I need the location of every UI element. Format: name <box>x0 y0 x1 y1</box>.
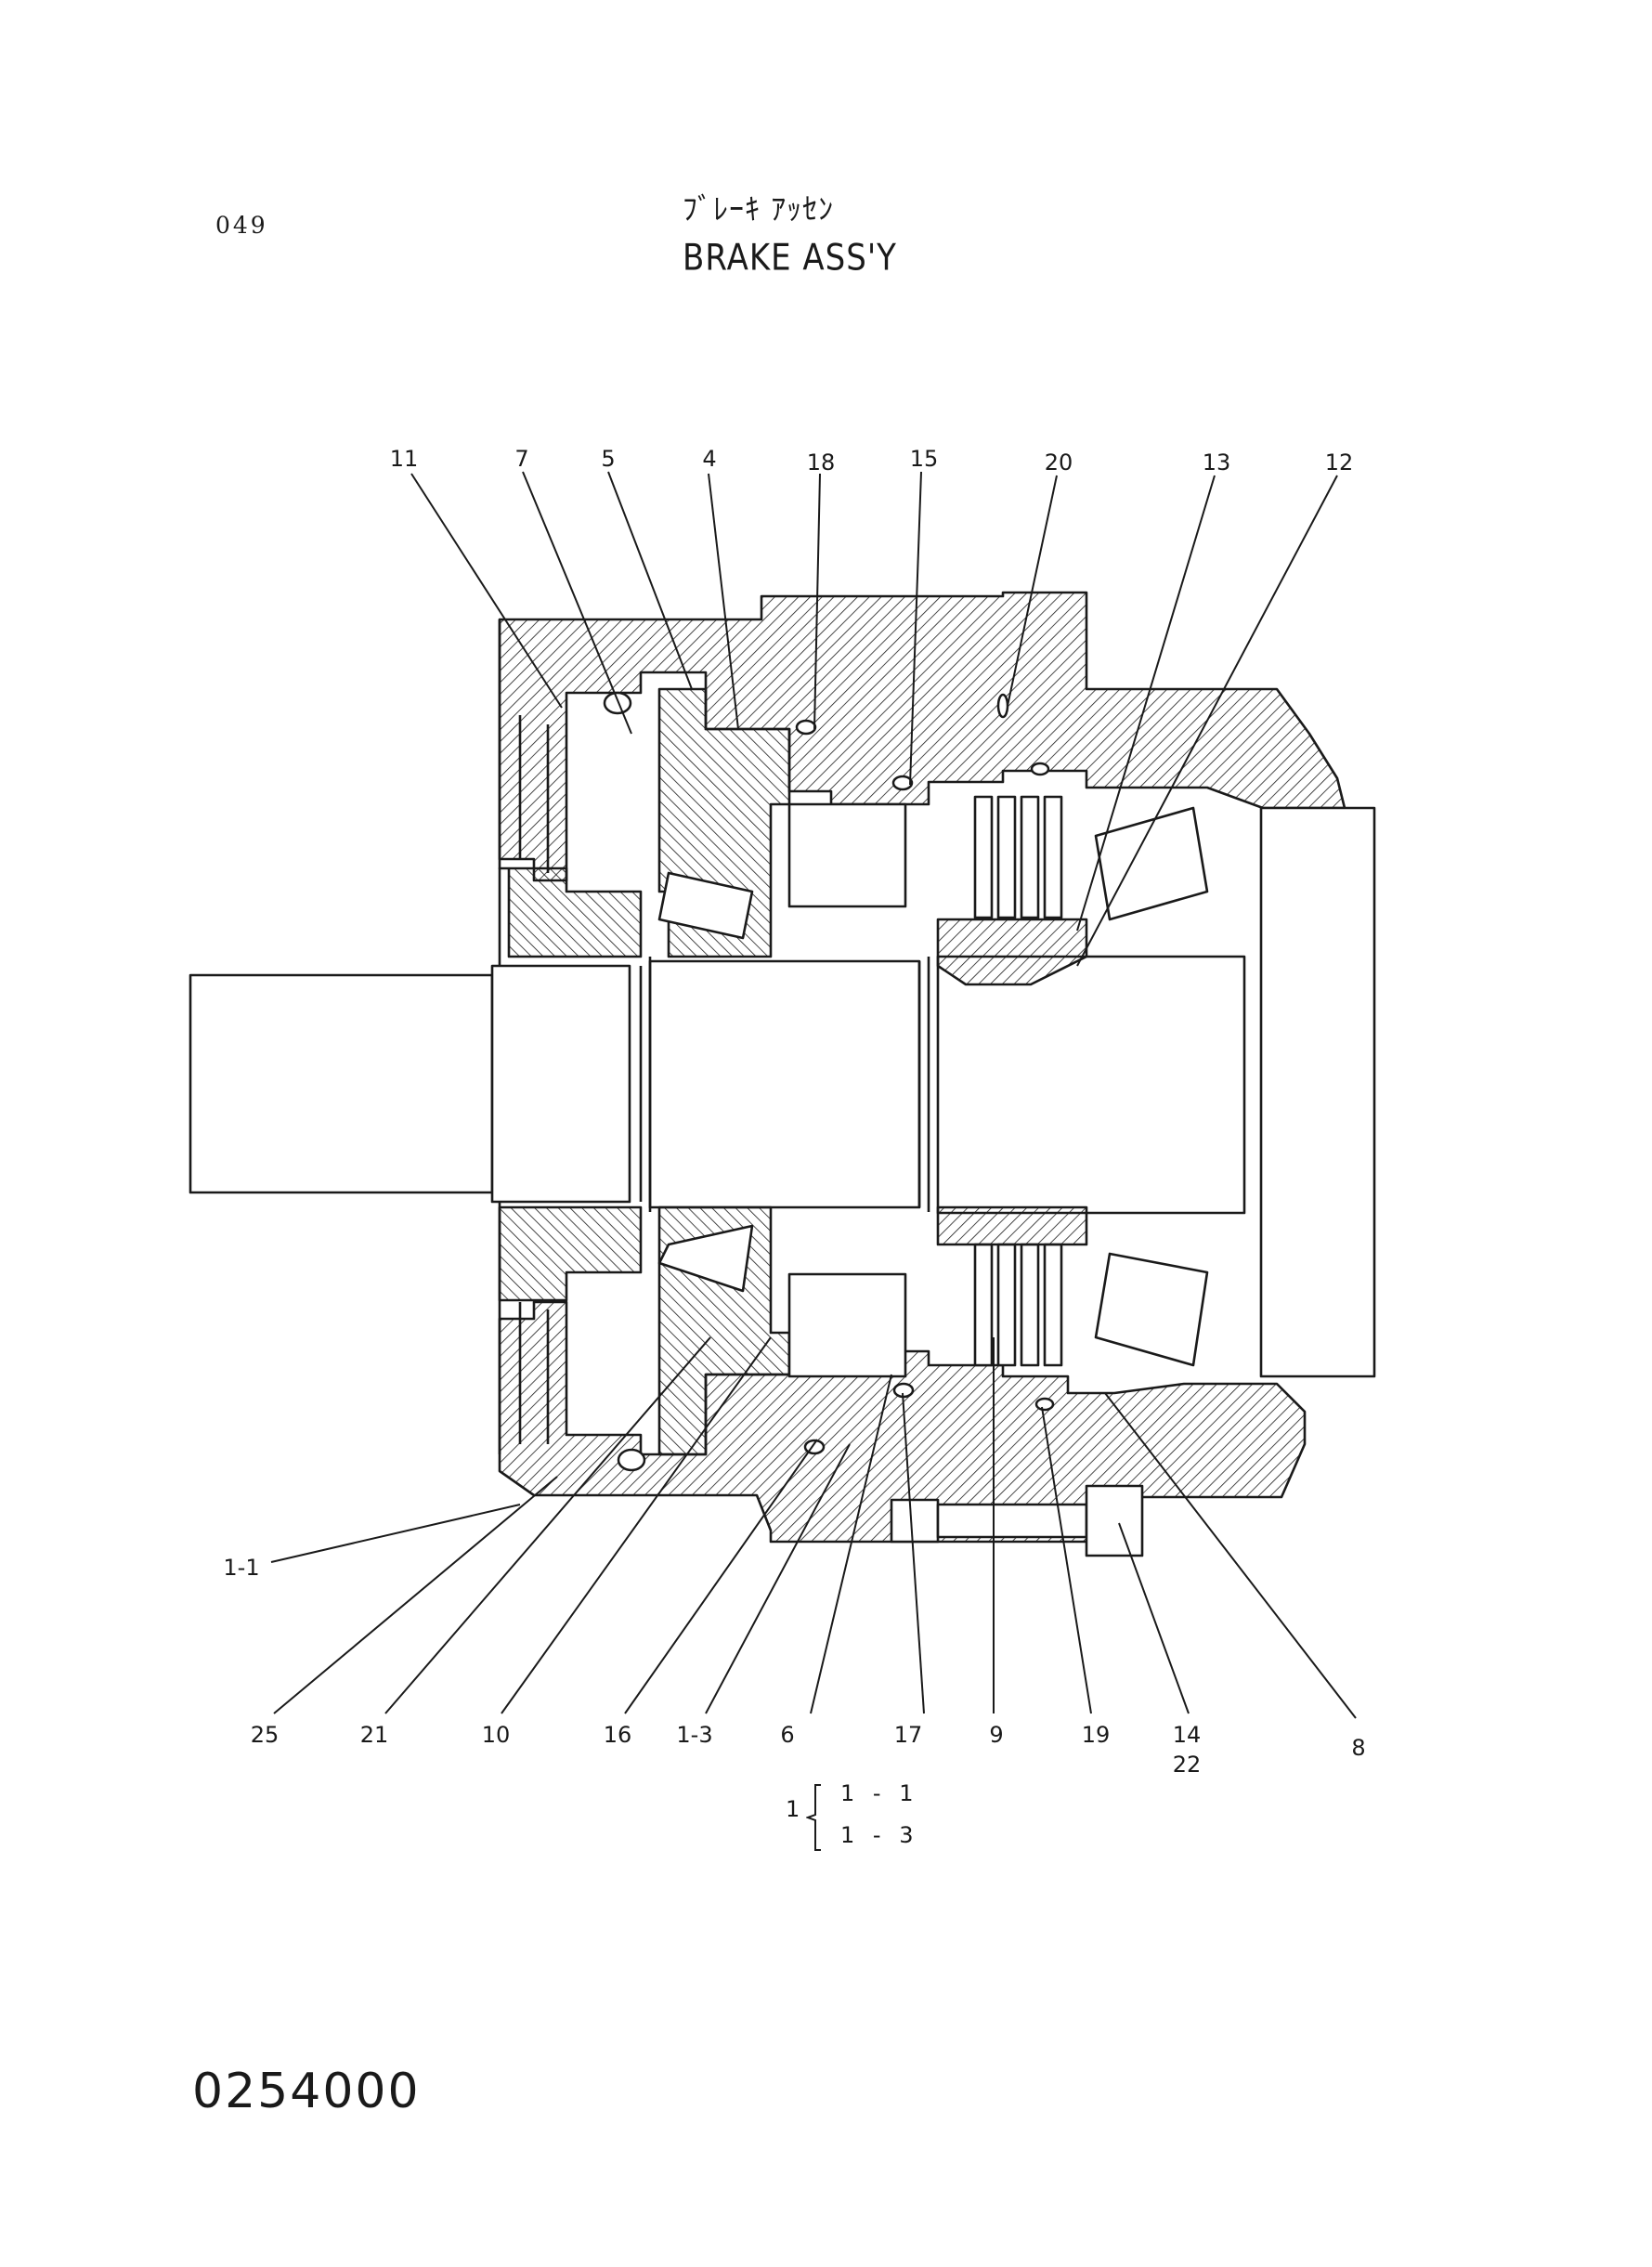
leader-lines <box>270 471 1357 1719</box>
callout-label: 22 <box>1173 1752 1202 1778</box>
page-number: 049 <box>215 212 268 239</box>
title-english: BRAKE ASS'Y <box>683 237 897 280</box>
legend-child: 1 - 1 <box>840 1780 919 1806</box>
title-japanese: ﾌﾞﾚｰｷ ｱｯｾﾝ <box>683 191 835 227</box>
o-rings <box>603 691 1055 1472</box>
callout-label: 13 <box>1203 449 1231 476</box>
callout-label: 17 <box>894 1722 923 1748</box>
callout-label: 1-3 <box>676 1722 712 1748</box>
callout-label: 25 <box>251 1722 280 1748</box>
drawing-number: 0254000 <box>192 2064 421 2119</box>
callout-label: 19 <box>1082 1722 1111 1748</box>
callout-label: 15 <box>910 446 939 472</box>
callout-label: 18 <box>807 449 836 476</box>
legend-brace <box>806 1784 821 1851</box>
callout-label: 21 <box>360 1722 389 1748</box>
callout-label: 9 <box>989 1722 1003 1748</box>
legend-child: 1 - 3 <box>840 1822 919 1848</box>
callout-label: 8 <box>1351 1735 1365 1761</box>
callout-label: 5 <box>601 446 615 472</box>
callout-label: 4 <box>702 446 716 472</box>
callout-label: 7 <box>514 446 528 472</box>
callout-label: 16 <box>604 1722 632 1748</box>
callout-label: 10 <box>482 1722 511 1748</box>
housing <box>189 591 1376 1557</box>
callout-label: 20 <box>1045 449 1073 476</box>
callout-label: 6 <box>780 1722 794 1748</box>
callouts: 11 7 5 4 18 15 20 13 12 1-1 25 21 10 16 … <box>223 446 1365 1778</box>
callout-label: 12 <box>1325 449 1354 476</box>
callout-label: 14 <box>1173 1722 1202 1748</box>
callout-label: 11 <box>390 446 419 472</box>
callout-label: 1-1 <box>223 1555 259 1581</box>
legend-parent-number: 1 <box>786 1796 800 1822</box>
